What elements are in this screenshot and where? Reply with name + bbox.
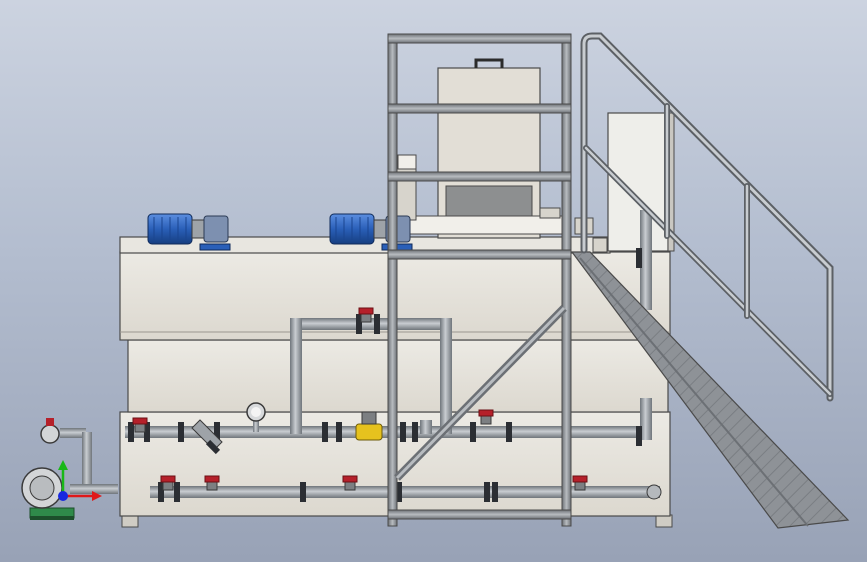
ball-valve-icon[interactable] — [204, 475, 220, 491]
y-strainer-icon[interactable] — [191, 419, 223, 455]
pipe-coupling — [484, 482, 490, 502]
pipe-coupling — [374, 314, 380, 334]
ball-valve-icon[interactable] — [478, 409, 494, 425]
electric-motor-icon[interactable] — [147, 213, 231, 251]
mixer-housing — [395, 58, 594, 239]
ball-valve-icon[interactable] — [342, 475, 358, 491]
access-platform-frame — [387, 33, 572, 527]
dosing-pump-icon[interactable] — [21, 418, 118, 520]
pipe-coupling — [214, 422, 220, 442]
pipe-coupling — [470, 422, 476, 442]
pipe-coupling — [492, 482, 498, 502]
stair-handrail — [580, 32, 834, 402]
pipe-coupling — [158, 482, 164, 502]
ball-valve-icon[interactable] — [160, 475, 176, 491]
pipe-coupling — [400, 422, 406, 442]
pipe-coupling — [412, 422, 418, 442]
pipe-coupling — [396, 482, 402, 502]
pipe-coupling — [636, 426, 642, 446]
control-box[interactable] — [592, 112, 675, 253]
pipe-coupling — [336, 422, 342, 442]
pipe-coupling — [300, 482, 306, 502]
pressure-gauge-icon[interactable] — [246, 402, 266, 432]
pipe-coupling — [178, 422, 184, 442]
ball-valve-icon[interactable] — [572, 475, 588, 491]
pipe-coupling — [174, 482, 180, 502]
ball-valve-icon[interactable] — [358, 307, 374, 323]
pipe-coupling — [636, 248, 642, 268]
pipe-coupling — [128, 422, 134, 442]
solenoid-valve[interactable] — [355, 411, 383, 441]
pipe-coupling — [322, 422, 328, 442]
pipe-coupling — [144, 422, 150, 442]
coordinate-axis-triad-icon — [58, 460, 102, 501]
ball-valve-icon[interactable] — [132, 417, 148, 433]
pipe-coupling — [506, 422, 512, 442]
pipe-coupling — [356, 314, 362, 334]
